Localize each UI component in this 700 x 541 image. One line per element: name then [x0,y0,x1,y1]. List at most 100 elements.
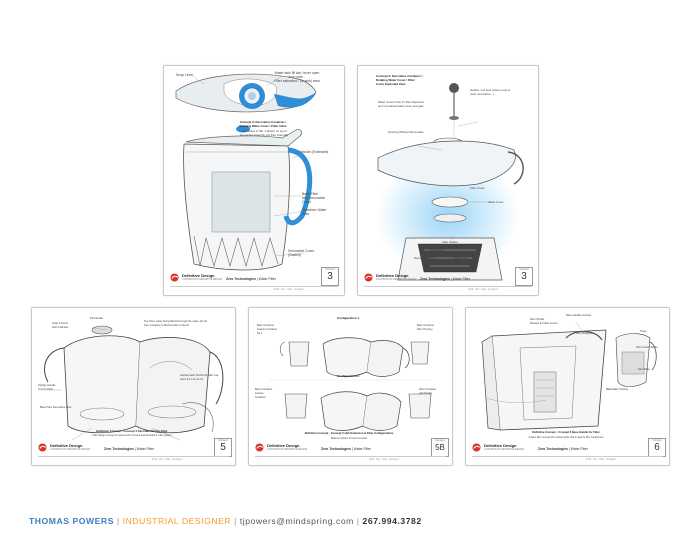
callout-label: Filter Container with Handle [419,388,437,395]
page-number: 3 [327,271,333,282]
callout-label: Base Container Filter Housing [417,324,435,331]
divider [255,456,446,457]
divider [38,456,229,457]
callout-label: Water Cover [488,200,504,204]
separator: | [231,516,240,526]
callout-label: Fill Handle [90,316,104,320]
concept-sheet-3: Fill Handle Snap & Decor Filter Indicato… [31,307,236,466]
callout-label: Filter Gasket [442,240,458,244]
callout-label: Snap & Decor Filter Indicator [52,322,69,329]
brand-logo-icon [472,443,481,452]
callout-label: Definitive Concept - Concept 5 with Exte… [304,432,394,435]
client-name: Zero Technologies [321,447,351,451]
brand-tagline: A DIVISION OF DEFINITIVE DESIGN [484,448,525,451]
callout-label: Decor Generator [414,256,435,260]
callout-label: Connection & Tab, indicator on top of th… [239,129,289,137]
callout-label: Base Filter Housing [606,388,628,391]
callout-label: Water Filter [454,256,469,260]
divider [364,286,532,287]
callout-label: Definitive Concept - Concept 6 Base Hand… [532,431,600,434]
page-number: 6 [654,442,660,453]
callout-label: Base Filter [430,248,444,252]
callout-label: Concept 3: Decorative Container / Rotati… [239,120,287,128]
project-title: Zero Technologies | Water Filter [420,277,471,281]
callout-label: Base Filter with Decorative Cover [302,192,326,204]
footer-cells: Draft Rev Date Designer [274,288,305,291]
callout-label: Configuration 2 [337,374,360,378]
page-label: Concept [435,439,445,442]
email-link[interactable]: tjpowers@mindspring.com [239,516,354,526]
brand-name: Definitive Design [267,443,300,448]
two-pitchers-sketch [44,325,224,441]
footer-cells: Draft Rev Date Designer [468,288,499,291]
callout-label: Gasket / Lid area (when a cap is used, d… [470,88,511,96]
callout-label: Filter Base [638,368,650,371]
designer-credit-line: THOMAS POWERS | INDUSTRIAL DESIGNER | tj… [29,516,422,526]
callout-label: Container Water Filter [302,208,327,216]
callout-label: Hinge [640,330,647,333]
product-name: Water Filter [452,277,471,281]
callout-label: Base Container Feature Container No.1 [257,324,278,335]
designer-role: INDUSTRIAL DESIGNER [122,516,232,526]
callout-label: Filter Cover Handle [636,346,658,349]
callout-label: Filter Handle Release for Filter Access [530,318,558,325]
concept-sheet-1: Snap Lever Water tank fill tab / lever o… [163,65,345,296]
exploded-view-sketch [376,83,524,281]
callout-label: Different options for each scenario [330,437,368,440]
page-number: 5B [435,443,445,452]
callout-label: Top View: water being filtered through t… [144,320,207,327]
page-number: 3 [521,271,527,282]
concept-sheet-5: Base Handle Concept Filter Handle Releas… [465,307,670,466]
phone-number: 267.994.3782 [362,516,422,526]
brand-tagline: A DIVISION OF DEFINITIVE DESIGN [267,448,308,451]
brand-tagline: A DIVISION OF DEFINITIVE DESIGN [376,278,417,281]
footer-cells: Draft Rev Date Designer [586,458,617,461]
concept-sheet-2: Concept 3: Decorative Container / Rotati… [357,65,539,296]
callout-label: Definitive Concept - Concept 4 Alternate… [96,429,168,433]
callout-label: Configuration 1 [337,316,360,320]
callout-label: Filter Cover [470,186,485,190]
page-label: Concept [519,268,529,271]
callout-label: Opening Without Removable [388,130,424,134]
brand-tagline: A DIVISION OF DEFINITIVE DESIGN [182,278,223,281]
brand-name: Definitive Design [376,273,409,278]
project-title: Zero Technologies | Water Filter [321,447,372,451]
footer-cells: Draft Rev Date Designer [152,458,183,461]
base-handle-pitcher-sketch [481,321,657,431]
callout-label: A water filter concept with a base handl… [528,437,604,439]
page-label: Concept [325,268,335,271]
brand-name: Definitive Design [50,443,83,448]
client-name: Zero Technologies [226,277,256,281]
brand-logo-icon [364,273,373,282]
page-label: Concept [218,439,228,442]
product-name: Water Filter [258,277,277,281]
client-name: Zero Technologies [104,447,134,451]
configuration-sketches [269,337,432,431]
brand-logo-icon [255,443,264,452]
page-label: Concept [652,439,662,442]
separator: | [113,516,123,526]
page-number: 5 [220,442,226,453]
callout-label: Base Flow Decorative Flow [40,406,72,409]
callout-label: Base Handle Concept [566,314,592,317]
pitcher-sketch-top-and-side [175,73,317,271]
callout-label: Snap Lever [176,73,194,77]
footer-cells: Draft Rev Date Designer [369,458,400,461]
brand-name: Definitive Design [484,443,517,448]
callout-label: Display Handle In(only) Filter [38,384,56,391]
callout-label: Handle (Extended) [300,150,329,154]
callout-label: Water tank fill tab / lever open from si… [274,71,320,83]
concept-sheet-4: Configuration 1 Configuration 2 Definiti… [248,307,453,466]
callout-label: Water Cover Knob for filter dispenser an… [378,100,424,108]
callout-label: Filter Dispenser [576,332,594,335]
callout-label: Concept 3: Decorative Container / Rotati… [376,74,423,86]
divider [170,286,338,287]
product-name: Water Filter [353,447,372,451]
divider [472,456,663,457]
